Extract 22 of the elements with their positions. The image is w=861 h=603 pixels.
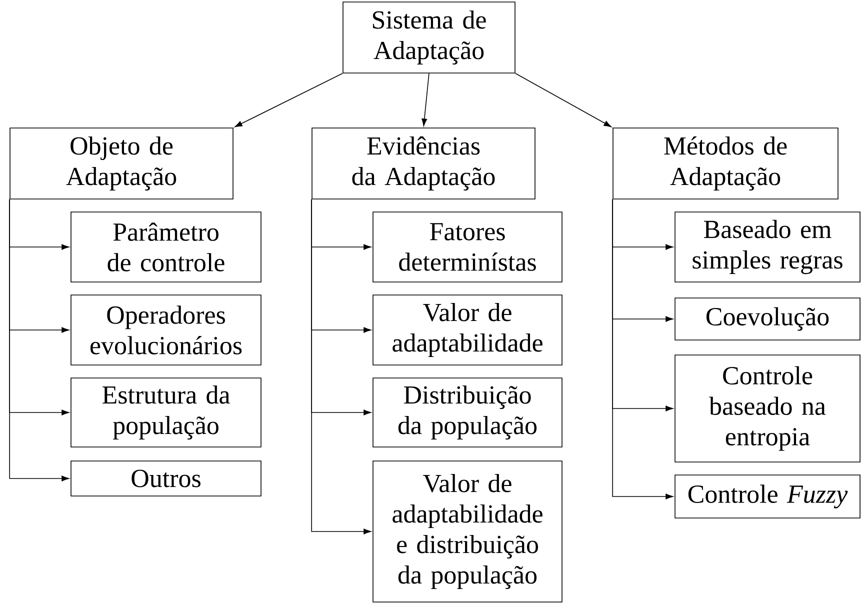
arrow xyxy=(9,199,70,482)
category-box: Evidências da Adaptação xyxy=(312,128,536,200)
process-box: Estrutura da população xyxy=(70,378,262,448)
process-box: Parâmetro de controle xyxy=(70,212,262,282)
process-box: Coevolução xyxy=(674,298,860,340)
root-box: Sistema de Adaptação xyxy=(342,2,516,74)
arrow xyxy=(515,73,612,128)
arrow xyxy=(612,199,674,500)
process-box: Outros xyxy=(70,460,262,496)
process-box: Controle baseado na entropia xyxy=(674,354,860,462)
process-box: Baseado em simples regras xyxy=(674,212,860,282)
arrow xyxy=(311,199,372,534)
process-box: Distribuição da população xyxy=(372,378,562,448)
process-box: Operadores evolucionários xyxy=(70,294,262,366)
category-box: Objeto de Adaptação xyxy=(10,128,234,200)
process-box: Controle Fuzzy xyxy=(674,474,860,518)
process-box: Fatores determinístas xyxy=(372,212,562,282)
arrow xyxy=(234,73,343,128)
category-box: Métodos de Adaptação xyxy=(612,128,838,200)
process-box: Valor de adaptabilidade xyxy=(372,294,562,366)
process-box: Valor de adaptabilidade e distribuição da população xyxy=(372,460,562,602)
arrow xyxy=(422,73,430,126)
